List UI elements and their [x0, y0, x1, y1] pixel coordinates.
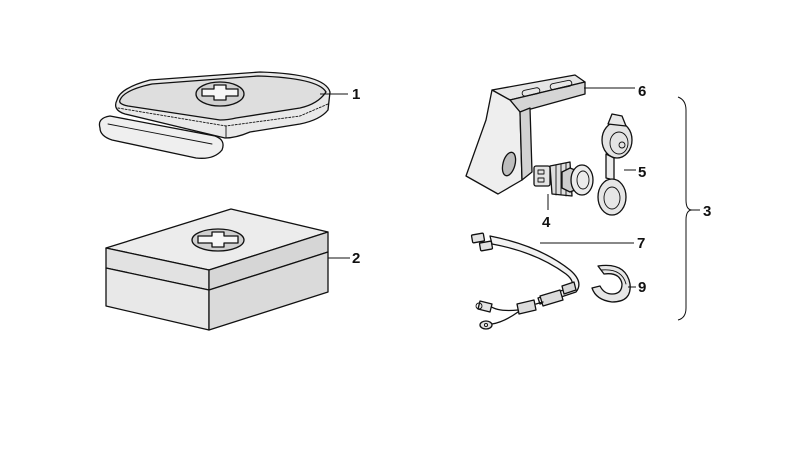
callout-4: 4 [542, 214, 551, 231]
callout-6: 6 [638, 83, 646, 100]
callout-3: 3 [703, 203, 711, 220]
callout-2: 2 [352, 250, 360, 267]
callout-9: 9 [638, 279, 646, 296]
socket-cap-icon [597, 113, 633, 216]
first-aid-box-icon [105, 208, 329, 331]
callout-1: 1 [352, 86, 360, 103]
callout-5: 5 [638, 164, 646, 181]
clip-icon [591, 264, 631, 303]
first-aid-pouch-icon [98, 71, 331, 159]
wiring-harness-icon [470, 232, 580, 330]
socket-icon [533, 161, 594, 197]
bracket-icon [465, 74, 586, 195]
group-bracket [677, 96, 700, 321]
callout-7: 7 [637, 235, 645, 252]
